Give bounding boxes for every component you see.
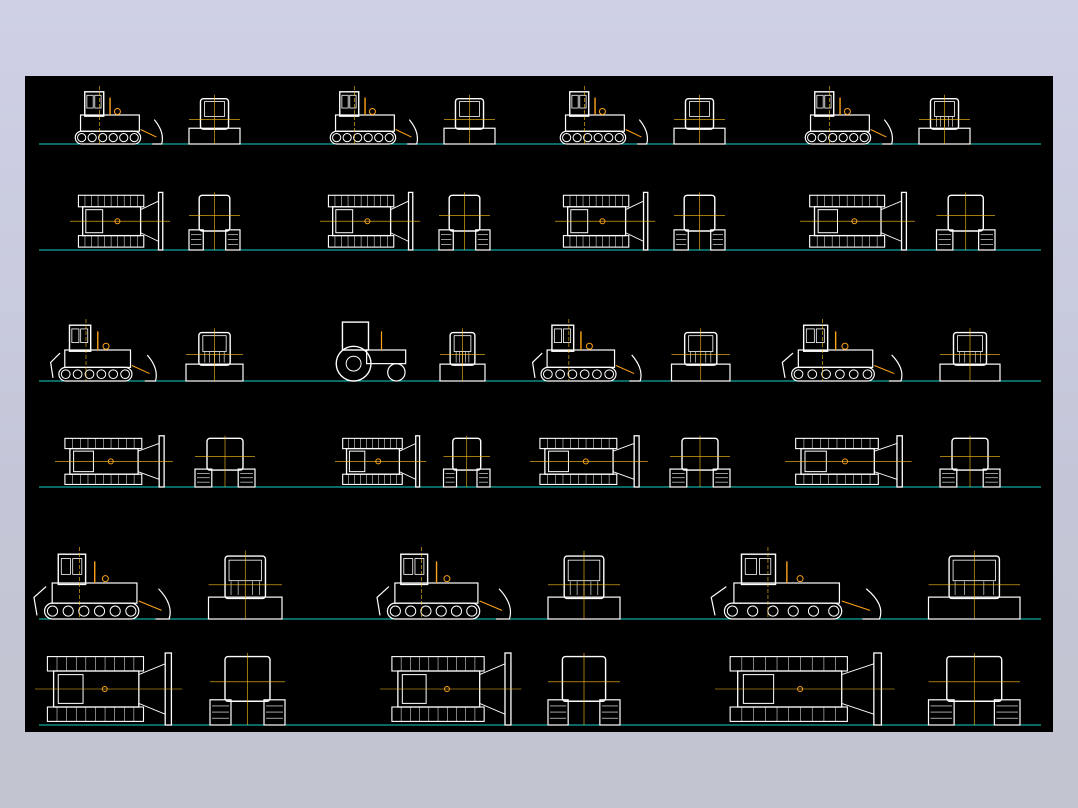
row-3 [50,319,1001,382]
bulldozer-front-view-icon [918,94,971,145]
row-6-machine-1[interactable] [35,652,286,726]
row-6-machine-3[interactable] [715,652,1021,726]
row-3-machine-4[interactable] [781,319,1001,382]
bulldozer-front-view-icon [939,435,1001,488]
bulldozer-front-view-icon [209,653,286,726]
bulldozer-front-view-icon [669,435,731,488]
bulldozer-front-view-icon [438,192,491,251]
bulldozer-side-view-icon [559,86,649,145]
bulldozer-front-view-icon [185,328,244,382]
bulldozer-front-view-icon [927,550,1021,620]
bulldozer-top-view-icon [55,435,173,488]
wheel-tractor-side-view-icon [335,321,407,382]
bulldozer-drawing-sheet [33,86,1041,726]
bulldozer-top-view-icon [785,435,912,488]
bulldozer-side-view-icon [376,547,512,620]
row-1-machine-2[interactable] [329,86,496,145]
cad-drawing-viewport[interactable] [25,76,1053,732]
row-1-machine-1[interactable] [74,86,241,145]
bulldozer-front-view-icon [439,328,486,382]
bulldozer-top-view-icon [35,652,183,726]
row-5-machine-3[interactable] [710,547,1021,620]
row-3-machine-2[interactable] [335,321,486,382]
row-1-machine-4[interactable] [804,86,971,145]
row-2-machine-1[interactable] [70,191,241,251]
bulldozer-side-view-icon [50,319,157,382]
bulldozer-side-view-icon [804,86,894,145]
row-2-machine-4[interactable] [800,191,996,251]
row-4-machine-1[interactable] [55,435,256,488]
row-4-machine-4[interactable] [785,435,1001,488]
bulldozer-top-view-icon [800,191,915,251]
row-6 [35,652,1021,726]
bulldozer-top-view-icon [380,652,522,726]
row-5-machine-1[interactable] [33,547,283,620]
row-1 [74,86,971,145]
row-3-machine-3[interactable] [531,319,731,382]
bulldozer-top-view-icon [530,435,648,488]
bulldozer-front-view-icon [670,328,731,382]
bulldozer-front-view-icon [443,94,496,145]
bulldozer-top-view-icon [70,191,171,251]
bulldozer-front-view-icon [207,550,283,620]
bulldozer-side-view-icon [74,86,164,145]
bulldozer-side-view-icon [531,319,642,382]
row-4 [55,435,1001,488]
bulldozer-side-view-icon [710,547,882,620]
row-1-machine-3[interactable] [559,86,726,145]
bulldozer-side-view-icon [33,547,171,620]
bulldozer-front-view-icon [194,435,256,488]
bulldozer-front-view-icon [927,653,1021,726]
bulldozer-top-view-icon [555,191,656,251]
bulldozer-front-view-icon [673,94,726,145]
row-2 [70,191,996,251]
bulldozer-front-view-icon [939,328,1001,382]
row-4-machine-2[interactable] [335,435,491,488]
row-2-machine-3[interactable] [555,191,726,251]
bulldozer-front-view-icon [188,192,241,251]
bulldozer-top-view-icon [715,652,895,726]
row-5-machine-2[interactable] [376,547,621,620]
bulldozer-front-view-icon [188,94,241,145]
row-6-machine-2[interactable] [380,652,621,726]
bulldozer-front-view-icon [547,550,621,620]
row-4-machine-3[interactable] [530,435,731,488]
bulldozer-side-view-icon [781,319,903,382]
bulldozer-front-view-icon [442,435,491,488]
row-3-machine-1[interactable] [50,319,244,382]
row-5 [33,547,1021,620]
bulldozer-front-view-icon [673,192,726,251]
row-2-machine-2[interactable] [320,191,491,251]
bulldozer-front-view-icon [547,653,621,726]
bulldozer-top-view-icon [335,435,427,488]
bulldozer-side-view-icon [329,86,419,145]
bulldozer-front-view-icon [935,192,996,251]
bulldozer-top-view-icon [320,191,421,251]
